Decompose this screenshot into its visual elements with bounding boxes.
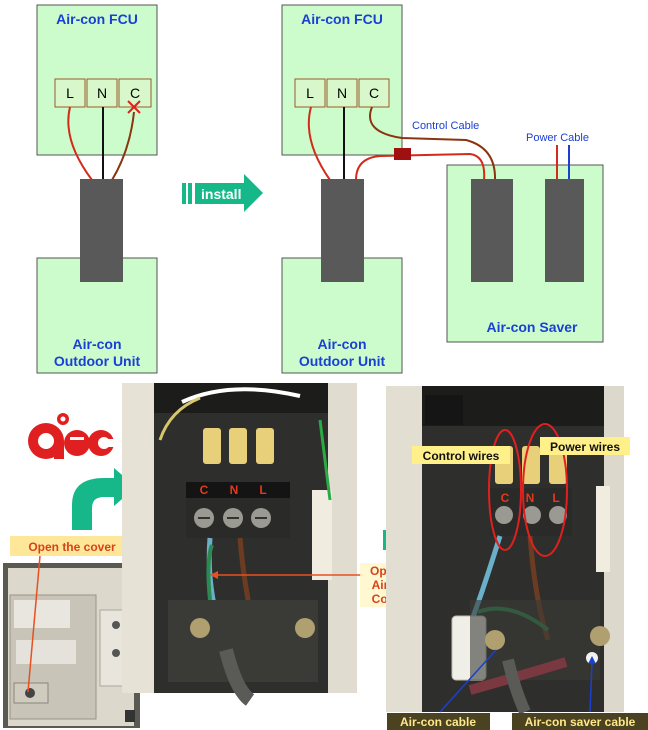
left-outdoor-title-line1: Air-con [73, 336, 122, 352]
center-terminal-n-label: N [230, 483, 239, 497]
right-wire-l-red [307, 106, 331, 181]
saver-control-connector [471, 179, 513, 282]
curved-arrow-icon [72, 468, 136, 530]
left-terminal-c [118, 78, 152, 108]
right-photo-terminal-l-label: L [552, 491, 559, 505]
right-terminal-l-label: L [306, 85, 314, 101]
right-outdoor-title-line1: Air-con [318, 336, 367, 352]
right-terminal-block: L N C [294, 78, 390, 108]
saver-cable-label-bg [512, 713, 648, 730]
left-terminal-l-label: L [66, 85, 74, 101]
terminal-photo: C N L [122, 383, 357, 706]
open-cover-label-bg [10, 536, 134, 556]
right-outdoor-connector [321, 179, 364, 282]
saver-power-connector [545, 179, 584, 282]
control-cable-red [355, 152, 486, 181]
left-wire-l-red [67, 106, 93, 181]
aircon-cable-label-bg [387, 713, 490, 730]
control-wires-label: Control wires [423, 449, 500, 463]
right-diagram: Air-con FCU L N C Air-con Outdoor Unit A… [281, 4, 604, 374]
control-wires-highlight [488, 429, 522, 551]
aeic-logo: aeic [28, 413, 114, 471]
open-cover-label: Open the cover [28, 540, 116, 554]
install-arrow: install [182, 174, 263, 212]
left-fcu-title: Air-con FCU [56, 11, 138, 27]
right-terminal-c-label: C [369, 85, 379, 101]
saver-cable-label: Air-con saver cable [525, 715, 636, 729]
cover-screw-icon [25, 688, 35, 698]
cover-photo [3, 555, 140, 728]
left-connector [80, 179, 123, 282]
right-terminal-c [358, 78, 390, 108]
right-photo-terminal-c-label: C [501, 491, 510, 505]
left-wire-c-brown [111, 111, 135, 181]
left-terminal-block: L N C [54, 78, 152, 114]
disconnect-x-icon [127, 100, 141, 114]
cover-pointer-line [27, 555, 41, 693]
right-fcu-title: Air-con FCU [301, 11, 383, 27]
left-terminal-c-label: C [130, 85, 140, 101]
center-terminal-l-label: L [259, 483, 266, 497]
control-cable-brown [369, 106, 497, 181]
left-terminal-n-label: N [97, 85, 107, 101]
saver-photo: C N L [386, 386, 624, 715]
install-arrow-shape [195, 174, 263, 212]
center-terminal-c-label: C [200, 483, 209, 497]
left-outdoor-title-line2: Outdoor Unit [54, 353, 141, 369]
power-wires-highlight [522, 423, 568, 557]
aircon-cable-label: Air-con cable [400, 715, 476, 729]
power-wires-label: Power wires [550, 440, 620, 454]
left-diagram: Air-con FCU L N C Air-con Outdoor Unit [36, 4, 158, 374]
right-terminal-n-label: N [337, 85, 347, 101]
logo-text: aeic [60, 469, 62, 471]
right-outdoor-title-line2: Outdoor Unit [299, 353, 386, 369]
install-arrow-label: install [201, 186, 241, 202]
control-cable-label: Control Cable [412, 120, 479, 132]
power-cable-label: Power Cable [526, 132, 589, 144]
inline-fuse [394, 148, 411, 160]
right-terminal-n [326, 78, 358, 108]
saver-title: Air-con Saver [486, 319, 578, 335]
right-photo-terminal-n-label: N [526, 491, 535, 505]
